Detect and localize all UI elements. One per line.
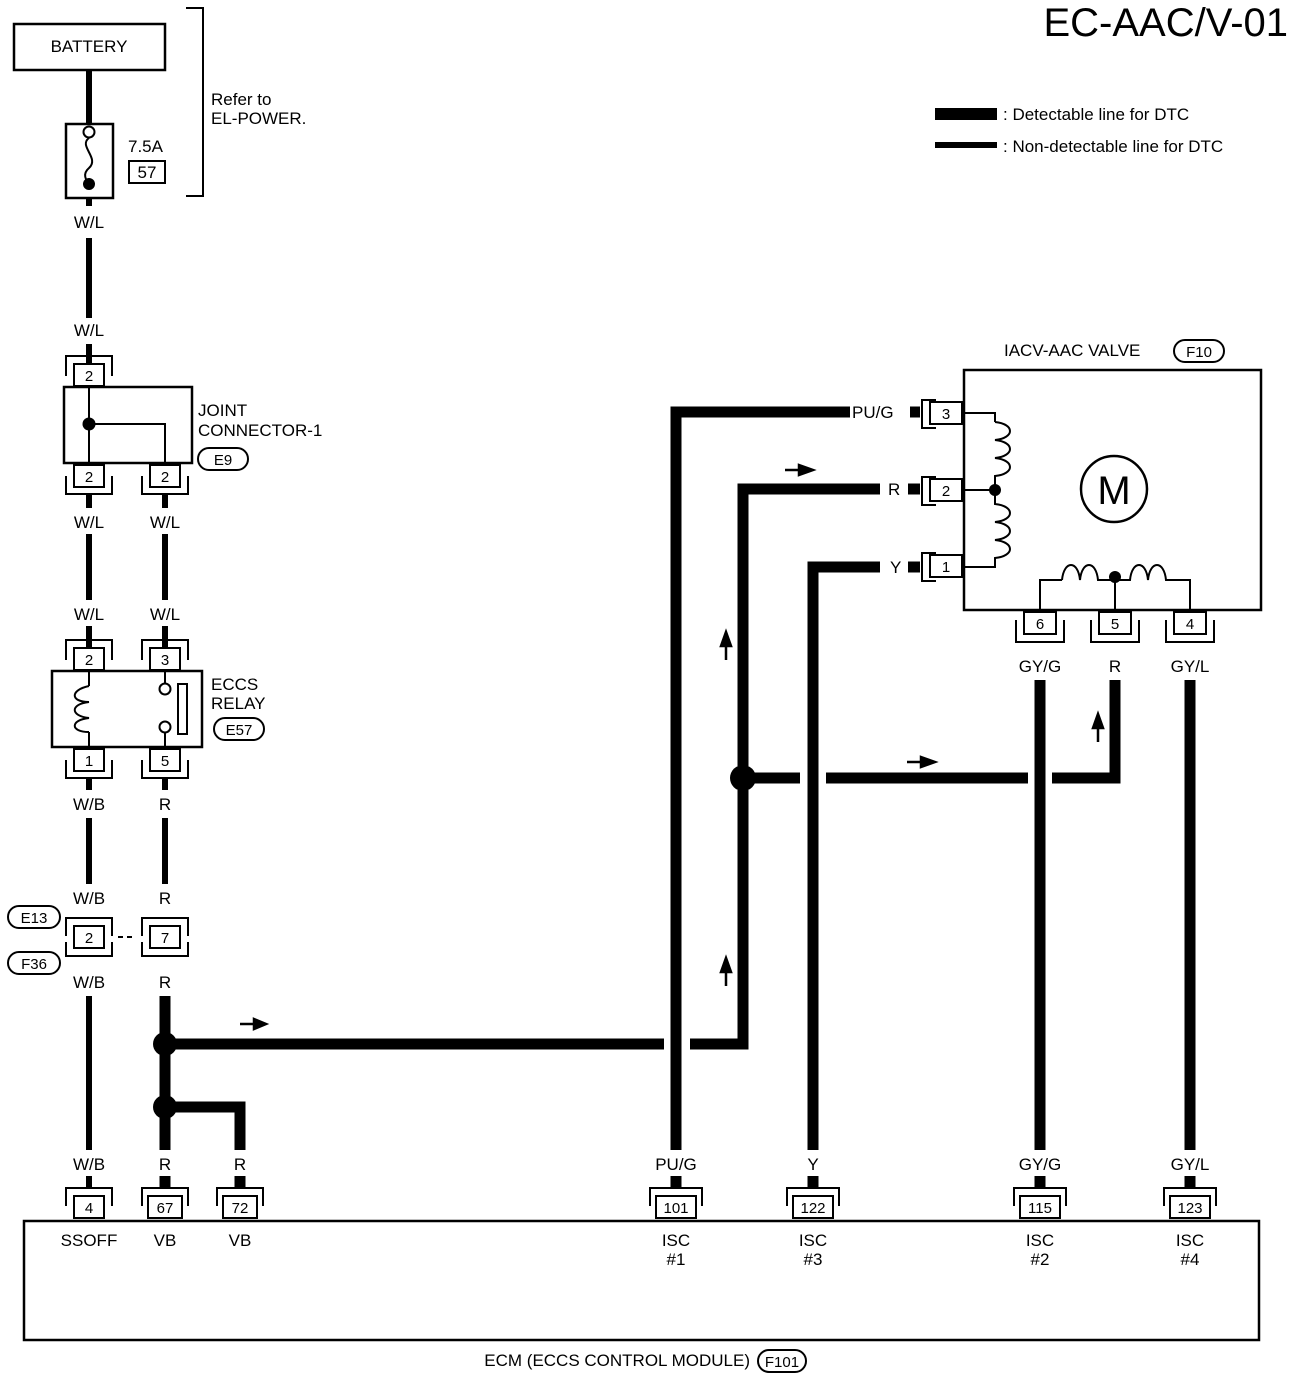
battery-label: BATTERY: [51, 37, 128, 56]
wire-label-gyl-valve: GY/L: [1171, 657, 1210, 676]
fuse-number: 57: [138, 163, 157, 182]
legend-detectable-label: : Detectable line for DTC: [1003, 105, 1189, 124]
wire-label-r-valve-5: R: [1109, 657, 1121, 676]
legend-detectable-swatch: [935, 108, 997, 120]
legend-non-detectable-swatch: [935, 142, 997, 148]
pin-valve-1: 1: [942, 559, 950, 576]
page-title: EC-AAC/V-01: [1043, 1, 1288, 45]
pin-ecm-122: 122: [800, 1200, 825, 1217]
pin-ecm-115: 115: [1028, 1200, 1052, 1217]
pin-ecm-101: 101: [663, 1200, 688, 1217]
wire-label-wb-2: W/B: [73, 889, 105, 908]
ecm-terminal-isc1-name: ISC: [662, 1231, 690, 1250]
ecm-terminal-vb-67: VB: [154, 1231, 177, 1250]
wire-label-wl-5: W/L: [74, 605, 104, 624]
ecm-label: ECM (ECCS CONTROL MODULE): [484, 1351, 750, 1370]
pin-ecm-67: 67: [157, 1200, 174, 1217]
wire-label-wl-4: W/L: [150, 513, 180, 532]
ecm-terminal-isc2-name: ISC: [1026, 1231, 1054, 1250]
wire-label-gyl-ecm: GY/L: [1171, 1155, 1210, 1174]
harness-connector-lower-id: F36: [21, 956, 47, 973]
iacv-aac-valve: IACV-AAC VALVE F10 3 2 1 M 6: [921, 339, 1263, 643]
refer-note-line1: Refer to: [211, 90, 271, 109]
pin-ecm-123: 123: [1177, 1200, 1202, 1217]
pin-jc-bottom-right: 2: [161, 469, 169, 486]
relay-label-1: ECCS: [211, 675, 258, 694]
ecm-terminal-ssoff: SSOFF: [61, 1231, 118, 1250]
ecm-terminal-isc2-num: #2: [1031, 1250, 1050, 1269]
wire-label-wb-1: W/B: [73, 795, 105, 814]
pin-valve-5: 5: [1111, 616, 1119, 633]
fuse: 7.5A 57: [64, 122, 166, 200]
wire-label-wl-3: W/L: [74, 513, 104, 532]
ecm-terminal-isc4-name: ISC: [1176, 1231, 1204, 1250]
joint-connector-id: E9: [214, 452, 232, 469]
ecm-terminal-isc1-num: #1: [667, 1250, 686, 1269]
pin-relay-top-left: 2: [85, 652, 93, 669]
legend: : Detectable line for DTC : Non-detectab…: [935, 105, 1223, 156]
ecm-terminal-isc3-name: ISC: [799, 1231, 827, 1250]
pin-ecm-4: 4: [85, 1200, 93, 1217]
pin-harness-left: 2: [85, 930, 93, 947]
legend-non-detectable-label: : Non-detectable line for DTC: [1003, 137, 1223, 156]
eccs-relay: 2 3 1 5 ECCS RELAY E57: [50, 639, 266, 779]
wire-label-pug-ecm: PU/G: [655, 1155, 697, 1174]
pin-jc-bottom-left: 2: [85, 469, 93, 486]
wire-label-r-3: R: [159, 973, 171, 992]
pin-valve-2: 2: [942, 483, 950, 500]
wire-label-r-2: R: [159, 889, 171, 908]
wire-label-wl-6: W/L: [150, 605, 180, 624]
wire-y: [807, 561, 880, 1150]
ecm-connector-id: F101: [765, 1354, 799, 1371]
wire-label-wl-2: W/L: [74, 321, 104, 340]
ecm-terminal-isc4-num: #4: [1181, 1250, 1200, 1269]
wire-r-to-ecm72: [165, 1101, 246, 1150]
harness-connector: 2 7 E13 F36: [7, 905, 189, 975]
wire-r-riser-lower: [690, 790, 749, 1050]
wire-label-pug-valve: PU/G: [852, 403, 894, 422]
wire-label-r-1: R: [159, 795, 171, 814]
wire-label-gyg-valve: GY/G: [1019, 657, 1062, 676]
pin-relay-bottom-left: 1: [85, 753, 93, 770]
valve-connector-id: F10: [1186, 344, 1212, 361]
pin-relay-bottom-right: 5: [161, 753, 169, 770]
refer-bracket: [186, 7, 204, 197]
refer-note-line2: EL-POWER.: [211, 109, 306, 128]
wire-r-to-valve-2: [737, 483, 880, 766]
fuse-rating: 7.5A: [128, 137, 164, 156]
wire-label-r-valve-2: R: [888, 480, 900, 499]
harness-connector-upper-id: E13: [21, 910, 48, 927]
ecm-terminal-vb-72: VB: [229, 1231, 252, 1250]
joint-connector: 2 2 2 JOINT CONNECTOR-1 E9: [62, 355, 322, 495]
valve-label: IACV-AAC VALVE: [1004, 341, 1140, 360]
wire-label-wb-4: W/B: [73, 1155, 105, 1174]
wire-label-gyg-ecm: GY/G: [1019, 1155, 1062, 1174]
relay-label-2: RELAY: [211, 694, 266, 713]
wire-r-to-valve-5: [1052, 680, 1121, 784]
relay-connector-id: E57: [226, 722, 253, 739]
wire-pug: [670, 406, 850, 1150]
wire-label-y-ecm: Y: [807, 1155, 818, 1174]
ecm-terminal-isc3-num: #3: [804, 1250, 823, 1269]
pin-valve-4: 4: [1186, 616, 1194, 633]
pin-harness-right: 7: [161, 930, 169, 947]
wire-label-r-5: R: [234, 1155, 246, 1174]
wire-label-r-4: R: [159, 1155, 171, 1174]
pin-jc-top: 2: [85, 368, 93, 385]
wire-label-wb-3: W/B: [73, 973, 105, 992]
ecm: 4 67 72 101 122 115 123 SSOFF VB VB ISC …: [22, 1187, 1261, 1373]
pin-ecm-72: 72: [232, 1200, 249, 1217]
pin-valve-3: 3: [942, 406, 950, 423]
wire-label-wl-1: W/L: [74, 213, 104, 232]
joint-connector-label-1: JOINT: [198, 401, 247, 420]
pin-relay-top-right: 3: [161, 652, 169, 669]
pin-valve-6: 6: [1036, 616, 1044, 633]
battery: BATTERY: [12, 22, 167, 72]
joint-connector-label-2: CONNECTOR-1: [198, 421, 322, 440]
motor-symbol: M: [1097, 469, 1130, 513]
wire-label-y-valve: Y: [890, 558, 901, 577]
flow-arrows: [240, 463, 1105, 1031]
